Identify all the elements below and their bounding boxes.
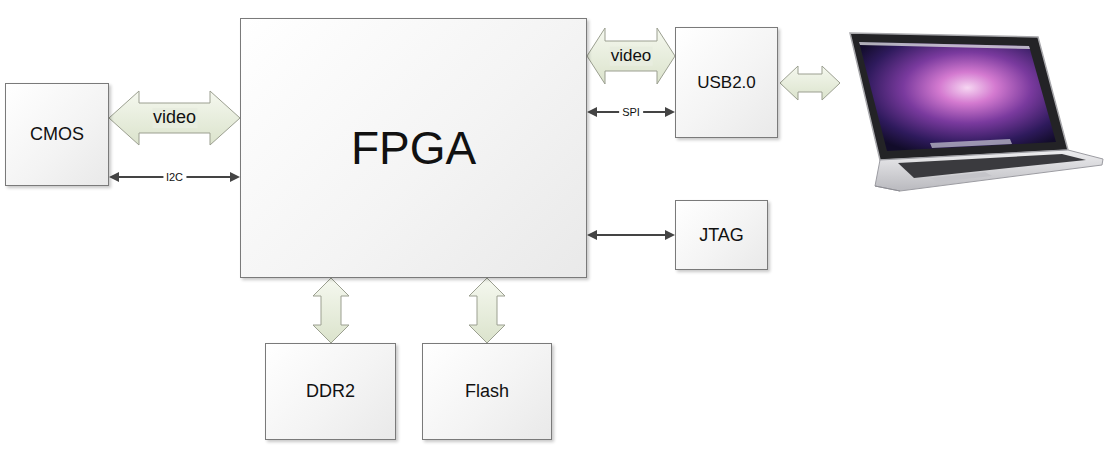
component-label: USB2.0 xyxy=(697,73,756,93)
component-box: JTAG xyxy=(675,200,768,270)
laptop xyxy=(850,33,1103,191)
usb-laptop-arrow xyxy=(780,66,840,100)
component-box: DDR2 xyxy=(265,343,396,440)
bus-arrow xyxy=(313,278,349,343)
bus-arrow xyxy=(109,91,240,145)
arrowhead xyxy=(665,230,675,240)
component-label: CMOS xyxy=(30,124,84,145)
bus-arrow-shape xyxy=(313,278,349,343)
bus-arrow-shape xyxy=(109,91,240,145)
bus-arrow-shape xyxy=(587,28,675,84)
signal-name: SPI xyxy=(619,106,643,118)
component-box: CMOS xyxy=(5,83,109,186)
bus-arrow xyxy=(587,28,675,84)
component-box: Flash xyxy=(422,343,552,440)
component-label: DDR2 xyxy=(306,381,355,402)
component-label: JTAG xyxy=(699,225,744,246)
arrowhead xyxy=(587,107,597,117)
component-box: FPGA xyxy=(240,18,587,278)
component-label: Flash xyxy=(465,381,509,402)
arrowhead xyxy=(230,172,240,182)
bus-label: video xyxy=(610,47,653,66)
component-box: USB2.0 xyxy=(675,27,778,138)
arrowhead xyxy=(109,172,119,182)
bus-label: video xyxy=(152,108,197,128)
signal-name: I2C xyxy=(163,171,186,183)
arrowhead xyxy=(587,230,597,240)
component-label: FPGA xyxy=(351,122,476,175)
signal-line-stroke xyxy=(597,234,665,236)
arrowhead xyxy=(665,107,675,117)
bus-arrow xyxy=(469,278,505,343)
bus-arrow-shape xyxy=(469,278,505,343)
signal-line xyxy=(587,230,675,240)
